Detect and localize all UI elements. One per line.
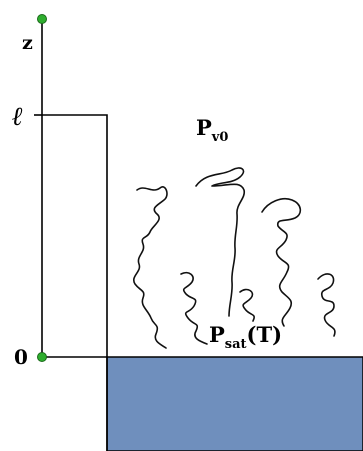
height-label-l: ℓ xyxy=(12,102,23,132)
axis-origin-dot xyxy=(37,352,47,362)
vapor-path xyxy=(133,186,168,349)
vapor-path xyxy=(195,167,246,317)
container-wall xyxy=(42,114,108,451)
zero-label: 0 xyxy=(14,345,28,369)
saturation-pressure-label: Psat(T) xyxy=(209,322,282,352)
vapor-path xyxy=(261,197,302,327)
vapor-pressure-label: Pv0 xyxy=(196,115,228,145)
vapor-pressure-subscript: v0 xyxy=(211,130,229,145)
sat-pressure-base: P xyxy=(209,322,225,347)
vapor-path xyxy=(317,273,336,337)
vapor-path xyxy=(180,271,208,345)
sat-pressure-subscript: sat xyxy=(225,337,247,352)
axis-label-z: z xyxy=(22,32,33,54)
vapor-path xyxy=(239,288,255,322)
liquid-region xyxy=(106,356,363,451)
sat-pressure-argument: (T) xyxy=(247,322,283,347)
vapor-pressure-base: P xyxy=(196,115,212,140)
axis-top-dot xyxy=(37,14,47,24)
